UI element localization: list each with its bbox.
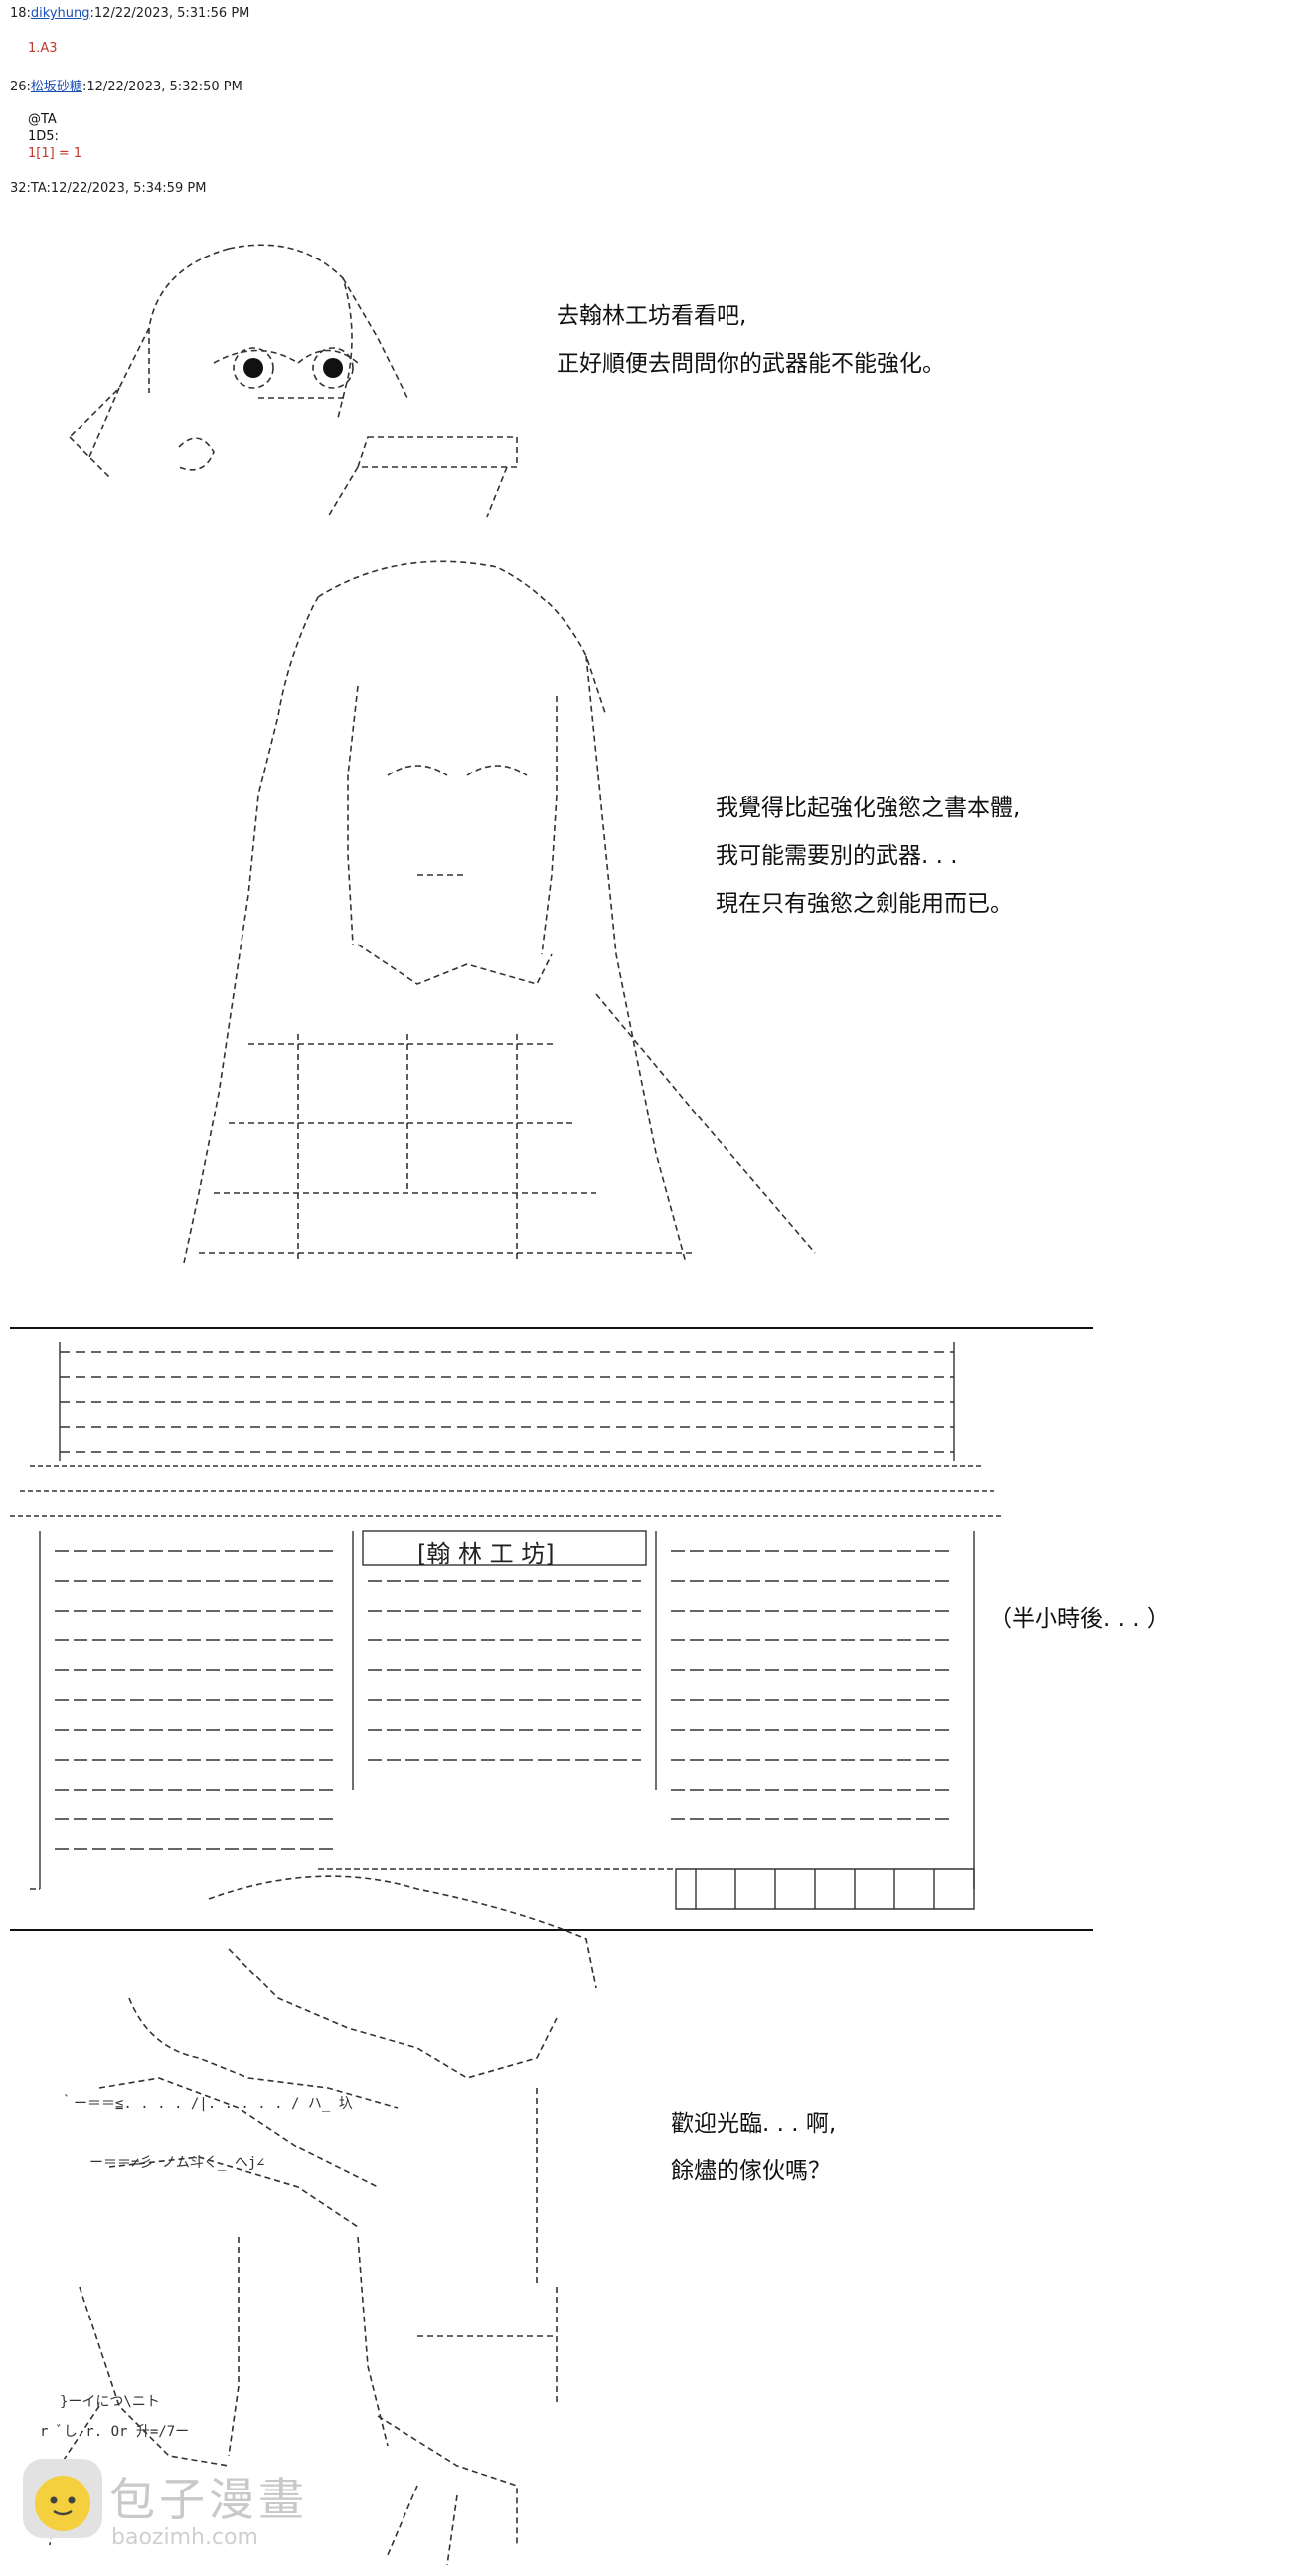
post-number: 26: <box>10 80 31 94</box>
watermark-url: baozimh.com <box>111 2525 258 2550</box>
dialog-scene1: 去翰林工坊看看吧, 正好順便去問問你的武器能不能強化。 <box>557 298 945 382</box>
post-body-26: @TA 1D5: 1[1] = 1 <box>28 111 81 162</box>
dialog-line: 正好順便去問問你的武器能不能強化。 <box>557 351 945 377</box>
watermark-title: 包子漫畫 <box>109 2473 308 2526</box>
dice-result: 1[1] = 1 <box>28 146 82 161</box>
shopkeeper-figure <box>49 1875 597 2566</box>
dialog-line: 現在只有強慾之劍能用而已。 <box>716 891 1013 917</box>
post-header-18: 18:dikyhung:12/22/2023, 5:31:56 PM <box>10 6 249 21</box>
creature-outline <box>69 244 353 438</box>
art-glyph-row: ー＝＝≠彡 ノム斗く_ ヘj∠ <box>89 2155 265 2171</box>
left-eye <box>243 358 263 378</box>
post-body-18: 1.A3 <box>28 40 58 57</box>
dialog-line: 我可能需要別的武器. . . <box>716 843 958 869</box>
divider-bottom <box>10 1929 1093 1931</box>
post-header-32: 32:TA:12/22/2023, 5:34:59 PM <box>10 181 206 196</box>
post-date: :12/22/2023, 5:32:50 PM <box>81 80 242 94</box>
post-line: 1.A3 <box>28 41 58 56</box>
post-number: 18: <box>10 6 31 21</box>
watermark-logo-icon <box>23 2459 102 2538</box>
shop-sign: [翰 林 工 坊] <box>417 1540 555 1568</box>
post-line: 1D5: <box>28 129 59 144</box>
post-date: :12/22/2023, 5:34:59 PM <box>46 181 207 196</box>
divider-top <box>10 1327 1093 1329</box>
dialog-scene2: 我覺得比起強化強慾之書本體, 我可能需要別的武器. . . 現在只有強慾之劍能用… <box>716 790 1020 922</box>
art-glyph-row: ｀ー＝＝≦. . . . /|. . . . . / ハ_ 圦 <box>60 2094 353 2112</box>
girl-figure <box>183 560 816 1264</box>
poster-name-link[interactable]: 松坂砂糖 <box>30 80 82 94</box>
right-eye <box>323 358 343 378</box>
art-glyph-row: r ﾞし r. Or 升=/7ー <box>40 2424 189 2440</box>
shop-building <box>10 1342 1004 1910</box>
post-date: :12/22/2023, 5:31:56 PM <box>89 6 250 21</box>
dialog-line: （半小時後. . . ） <box>989 1606 1170 1631</box>
poster-name: TA <box>30 181 47 196</box>
post-line: @TA <box>28 112 57 127</box>
dialog-line: 歡迎光臨. . . 啊, <box>671 2111 837 2137</box>
post-number: 32: <box>10 181 31 196</box>
dialog-line: 我覺得比起強化強慾之書本體, <box>716 795 1021 821</box>
dialog-scene3: （半小時後. . . ） <box>989 1601 1170 1636</box>
poster-name-link[interactable]: dikyhung <box>30 6 90 21</box>
dialog-line: 去翰林工坊看看吧, <box>557 303 747 329</box>
dialog-line: 餘燼的傢伙嗎？ <box>671 2158 831 2184</box>
dialog-scene4: 歡迎光臨. . . 啊, 餘燼的傢伙嗎？ <box>671 2106 836 2189</box>
art-glyph-row: }ーイにつ\ニト <box>60 2394 160 2410</box>
post-header-26: 26:松坂砂糖:12/22/2023, 5:32:50 PM <box>10 76 242 94</box>
